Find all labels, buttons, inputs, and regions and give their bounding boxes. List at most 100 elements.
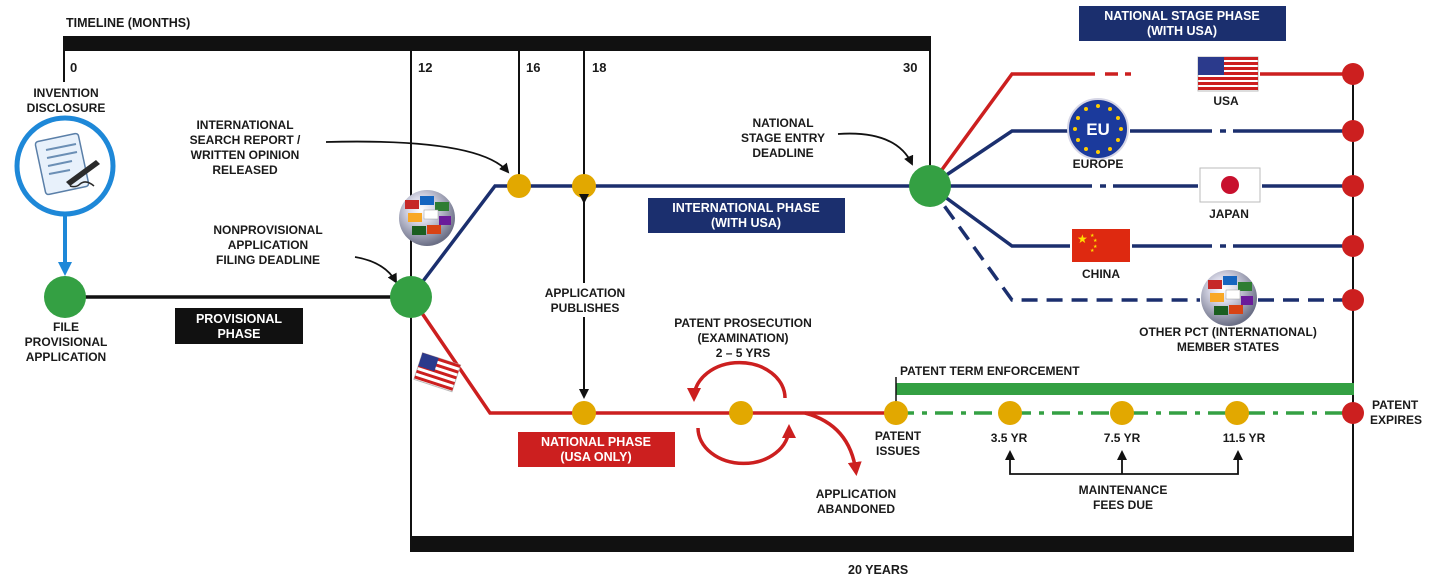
maintenance-label-2: FEES DUE (1093, 498, 1153, 512)
twenty-years-label: 20 YEARS (848, 563, 908, 576)
invention-label-2: DISCLOSURE (27, 101, 106, 115)
china-label: CHINA (1082, 267, 1120, 281)
prosecution-cycle-top-arrow (687, 360, 787, 402)
maintenance-year-2: 7.5 YR (1104, 431, 1141, 445)
svg-text:★: ★ (1090, 233, 1095, 239)
branch-other-line (928, 184, 1200, 302)
file-provisional-label-2: PROVISIONAL (25, 335, 108, 349)
japan-label: JAPAN (1209, 207, 1249, 221)
nonprovisional-label-1: NONPROVISIONAL (213, 223, 322, 237)
search-report-label-4: RELEASED (212, 163, 278, 177)
provisional-phase-label-2: PHASE (217, 327, 260, 341)
search-report-node (507, 174, 531, 198)
international-phase-label-2: (WITH USA) (711, 216, 781, 230)
international-phase-label-1: INTERNATIONAL PHASE (672, 201, 819, 215)
national-phase-label-2: (USA ONLY) (560, 450, 631, 464)
eu-badge-icon: EU (1067, 98, 1129, 160)
maintenance-label-1: MAINTENANCE (1079, 483, 1168, 497)
china-flag-icon: ★ ★ ★ ★ ★ (1072, 229, 1130, 262)
usa-flag-icon (1197, 56, 1259, 92)
national-entry-label-1: NATIONAL (752, 116, 813, 130)
prosecution-cycle-bottom-arrow (696, 424, 796, 466)
publication-node-international (572, 174, 596, 198)
usa-flag-small-icon (413, 352, 462, 393)
file-provisional-label-3: APPLICATION (26, 350, 106, 364)
globe-flags-icon (399, 190, 455, 246)
eu-badge-text: EU (1086, 120, 1110, 139)
maintenance-node-2 (1110, 401, 1134, 425)
national-stage-phase-box: NATIONAL STAGE PHASE (WITH USA) (1079, 6, 1286, 41)
patent-expires-label-1: PATENT (1372, 398, 1419, 412)
national-stage-label-2: (WITH USA) (1147, 24, 1217, 38)
japan-end-node (1342, 175, 1364, 197)
tick-label-30: 30 (903, 60, 917, 75)
usa-end-node (1342, 63, 1364, 85)
branch-europe-line (929, 129, 1068, 188)
japan-flag-icon (1199, 167, 1261, 203)
china-end-node (1342, 235, 1364, 257)
national-entry-arrow (837, 132, 914, 166)
svg-text:★: ★ (1093, 238, 1098, 244)
other-end-node (1342, 289, 1364, 311)
patent-issues-label-1: PATENT (875, 429, 922, 443)
prosecution-label-2: (EXAMINATION) (697, 331, 788, 345)
national-phase-line (409, 296, 896, 415)
search-report-label-1: INTERNATIONAL (196, 118, 293, 132)
nonprovisional-arrow (354, 256, 397, 284)
abandoned-label-1: APPLICATION (816, 487, 896, 501)
other-states-label-2: MEMBER STATES (1177, 340, 1279, 354)
maintenance-node-3 (1225, 401, 1249, 425)
provisional-phase-box: PROVISIONAL PHASE (175, 308, 303, 344)
publishes-label-2: PUBLISHES (551, 301, 620, 315)
maintenance-bracket (1009, 468, 1239, 475)
abandoned-arrow (804, 411, 862, 476)
invention-document-icon (14, 115, 116, 217)
publication-node-national (572, 401, 596, 425)
international-phase-box: INTERNATIONAL PHASE (WITH USA) (648, 198, 845, 233)
enforcement-bar (896, 383, 1354, 395)
usa-label: USA (1213, 94, 1239, 108)
national-phase-box: NATIONAL PHASE (USA ONLY) (518, 432, 675, 467)
svg-text:★: ★ (1077, 232, 1088, 246)
search-report-label-3: WRITTEN OPINION (191, 148, 300, 162)
abandoned-label-2: ABANDONED (817, 502, 895, 516)
search-report-label-2: SEARCH REPORT / (190, 133, 301, 147)
nonprovisional-label-2: APPLICATION (228, 238, 308, 252)
search-report-arrow (325, 140, 510, 174)
national-entry-label-2: STAGE ENTRY (741, 131, 825, 145)
branch-china-line (928, 184, 1070, 248)
maintenance-year-1: 3.5 YR (991, 431, 1028, 445)
prosecution-label-3: 2 – 5 YRS (716, 346, 770, 360)
branch-usa-line (928, 72, 1095, 188)
enforcement-label: PATENT TERM ENFORCEMENT (900, 364, 1080, 378)
national-phase-label-1: NATIONAL PHASE (541, 435, 651, 449)
patent-expires-label-2: EXPIRES (1370, 413, 1422, 427)
provisional-phase-label-1: PROVISIONAL (196, 312, 282, 326)
europe-end-node (1342, 120, 1364, 142)
national-entry-node (909, 165, 951, 207)
timeline-bottom-bar (410, 536, 1354, 552)
invention-label-1: INVENTION (33, 86, 98, 100)
nonprovisional-label-3: FILING DEADLINE (216, 253, 320, 267)
svg-text:★: ★ (1090, 248, 1095, 254)
file-provisional-node (44, 276, 86, 318)
nonprovisional-node (390, 276, 432, 318)
tick-label-16: 16 (526, 60, 540, 75)
maintenance-node-1 (998, 401, 1022, 425)
tick-label-12: 12 (418, 60, 432, 75)
patent-expires-node (1342, 402, 1364, 424)
prosecution-label-1: PATENT PROSECUTION (674, 316, 812, 330)
publishes-label-1: APPLICATION (545, 286, 625, 300)
other-states-label-1: OTHER PCT (INTERNATIONAL) (1139, 325, 1317, 339)
international-phase-line (409, 184, 930, 299)
timeline-title: TIMELINE (MONTHS) (66, 16, 190, 30)
timeline-top-bar (63, 36, 931, 51)
svg-text:★: ★ (1093, 244, 1098, 250)
tick-label-0: 0 (70, 60, 77, 75)
national-stage-label-1: NATIONAL STAGE PHASE (1104, 9, 1260, 23)
other-states-globe-icon (1201, 270, 1257, 326)
europe-label: EUROPE (1073, 157, 1124, 171)
prosecution-node (729, 401, 753, 425)
